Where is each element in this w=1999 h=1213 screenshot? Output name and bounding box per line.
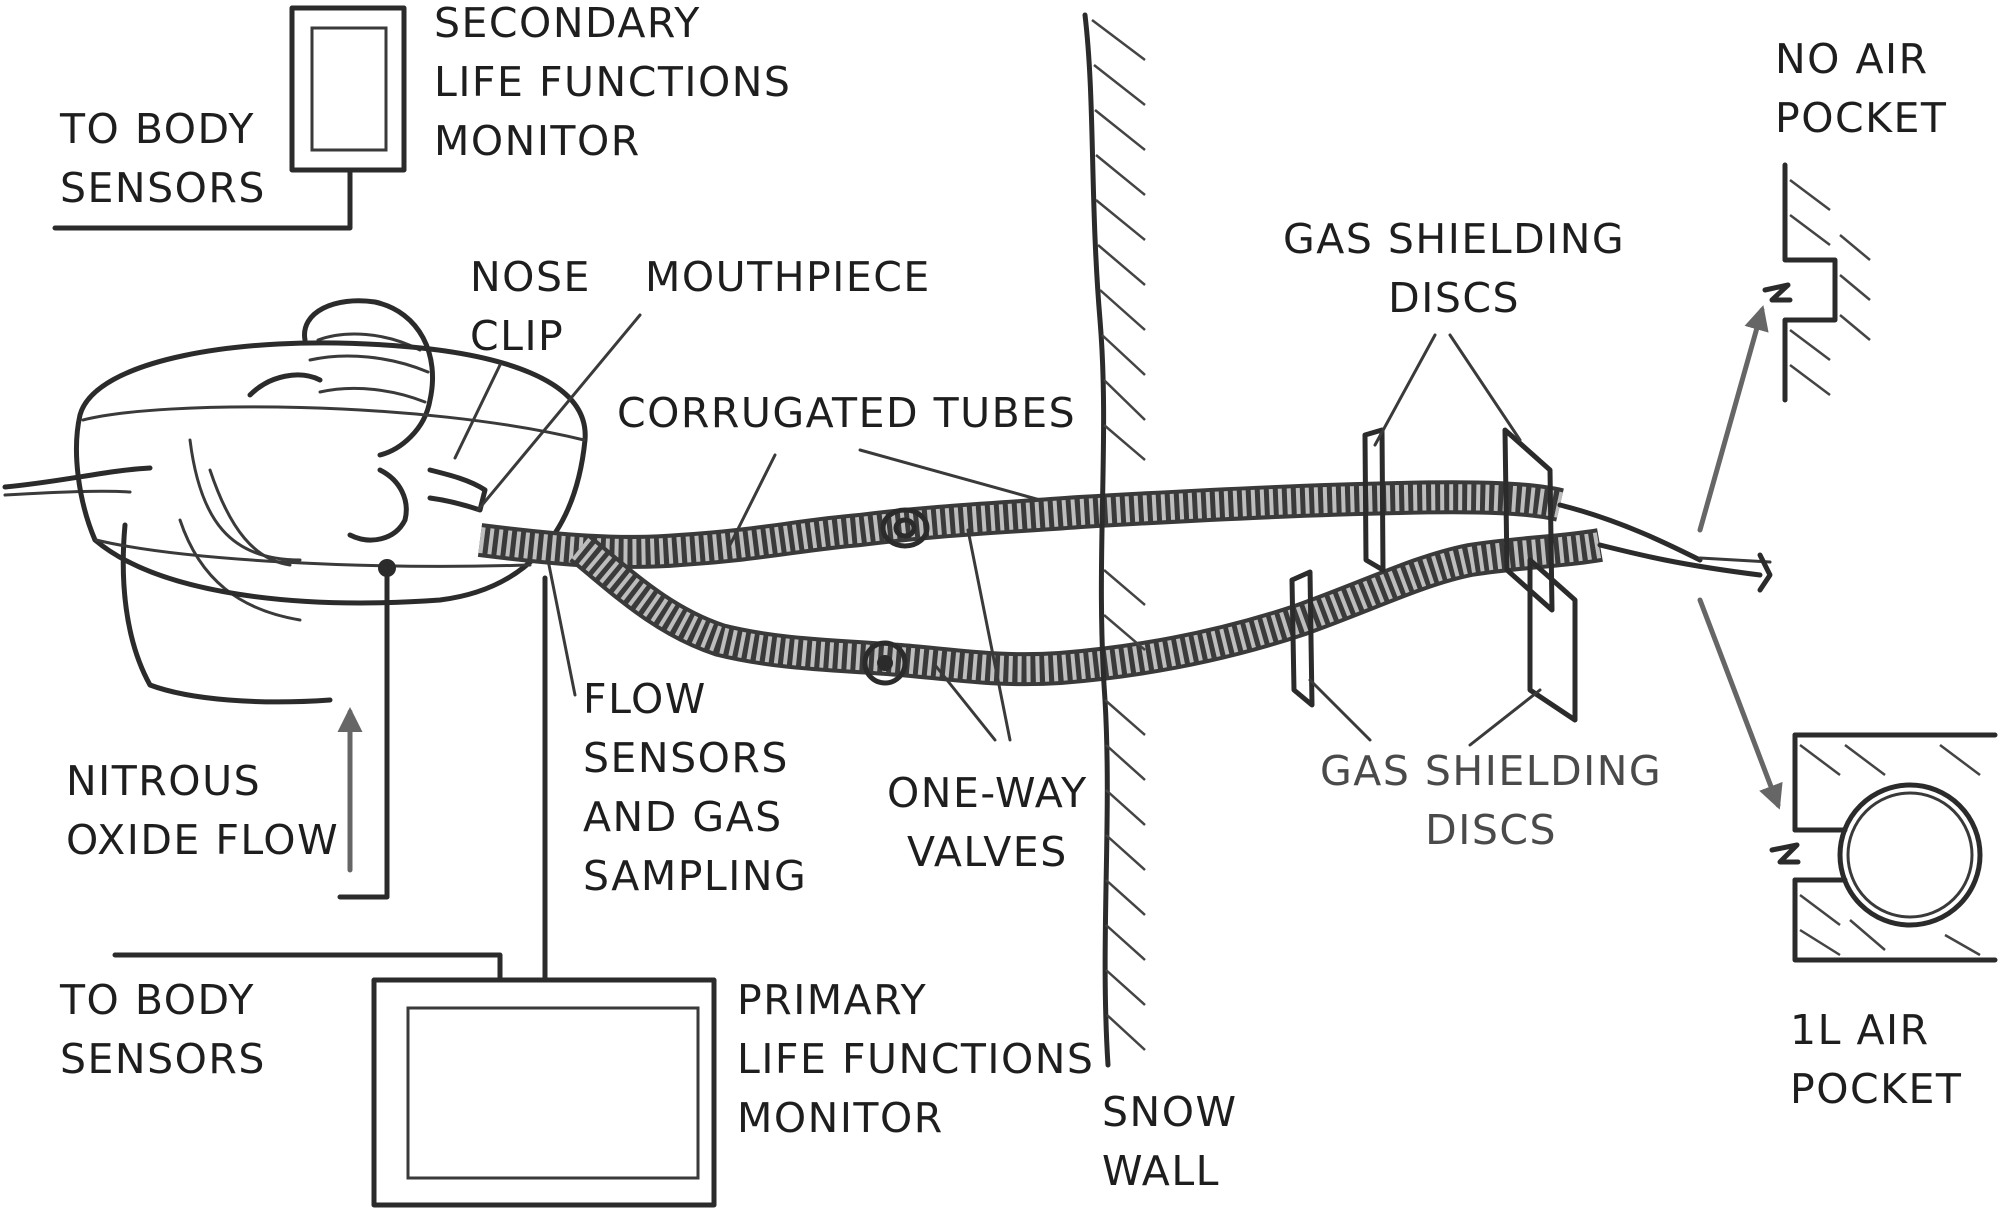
corrugated-tubes — [477, 480, 1773, 687]
mouthpiece-label: MOUTHPIECE — [645, 253, 931, 301]
gas-shielding-bottom-label: GAS SHIELDING DISCS — [1320, 747, 1663, 854]
leader-lines — [453, 313, 1542, 747]
secondary-monitor-device — [52, 5, 407, 231]
corrugated-tubes-label: CORRUGATED TUBES — [617, 389, 1077, 437]
one-way-valves-label: ONE-WAY VALVES — [887, 769, 1088, 876]
nitrous-oxide-label: NITROUS OXIDE FLOW — [66, 757, 340, 864]
snow-wall — [1082, 12, 1146, 1068]
primary-monitor-device — [112, 575, 717, 1208]
gas-shielding-top-label: GAS SHIELDING DISCS — [1283, 215, 1626, 322]
to-body-sensors-top-label: TO BODY SENSORS — [60, 105, 266, 212]
snow-wall-label: SNOW WALL — [1102, 1088, 1238, 1195]
flow-sensors-label: FLOW SENSORS AND GAS SAMPLING — [583, 675, 808, 900]
secondary-monitor-label: SECONDARY LIFE FUNCTIONS MONITOR — [434, 0, 792, 165]
person-figure — [2, 298, 588, 900]
one-way-valves — [862, 507, 930, 686]
nose-clip-label: NOSE CLIP — [470, 253, 591, 360]
to-body-sensors-bottom-label: TO BODY SENSORS — [60, 976, 266, 1083]
one-liter-air-pocket-detail — [1769, 732, 1998, 963]
primary-monitor-label: PRIMARY LIFE FUNCTIONS MONITOR — [737, 976, 1095, 1142]
gas-shielding-discs — [1289, 427, 1578, 723]
air-pocket-label: 1L AIR POCKET — [1790, 1006, 1963, 1113]
arrow-to-air-pocket — [1697, 597, 1783, 810]
no-air-pocket-label: NO AIR POCKET — [1775, 35, 1948, 142]
no-air-pocket-detail — [1762, 162, 1871, 403]
arrow-to-no-air-pocket — [1697, 305, 1769, 533]
